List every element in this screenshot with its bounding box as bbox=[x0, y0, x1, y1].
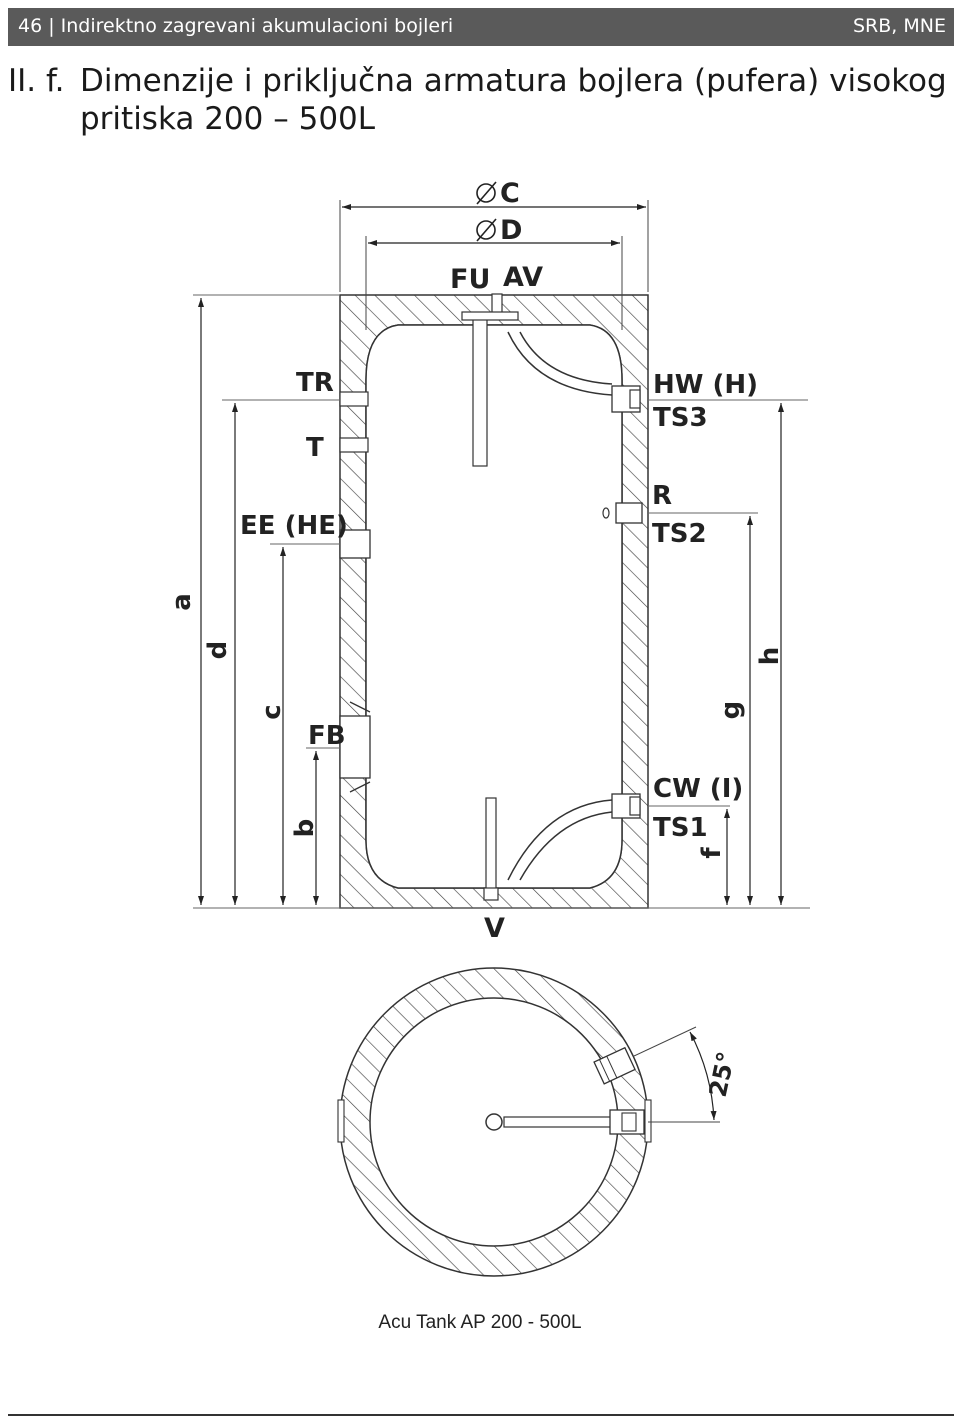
label-av: AV bbox=[503, 262, 543, 293]
dim-label-d: d bbox=[203, 641, 233, 660]
title-line-2: pritiska 200 – 500L bbox=[80, 101, 376, 137]
label-dia-c: C bbox=[500, 178, 520, 209]
caption: Acu Tank AP 200 - 500L bbox=[378, 1312, 582, 1333]
dim-label-c: c bbox=[257, 704, 287, 719]
label-v: V bbox=[484, 913, 505, 944]
header-title: 46 | Indirektno zagrevani akumulacioni b… bbox=[18, 15, 454, 37]
label-t: T bbox=[306, 433, 324, 463]
section-number: II. f. bbox=[8, 63, 65, 99]
header-bar: 46 | Indirektno zagrevani akumulacioni b… bbox=[8, 8, 954, 46]
label-ts1: TS1 bbox=[653, 813, 708, 843]
angle-label: 25° bbox=[704, 1049, 741, 1099]
dim-label-f: f bbox=[697, 847, 727, 859]
title-line-1: Dimenzije i priključna armatura bojlera … bbox=[80, 63, 947, 99]
side-view: C D FU AV TR T EE (HE) FB HW (H) TS3 R T… bbox=[167, 178, 810, 944]
dim-label-g: g bbox=[716, 701, 746, 720]
dim-label-a: a bbox=[167, 593, 197, 611]
label-r: R bbox=[652, 481, 672, 511]
label-ts3: TS3 bbox=[653, 403, 708, 433]
label-cw: CW (I) bbox=[653, 774, 743, 804]
header-region: SRB, MNE bbox=[853, 15, 946, 37]
dim-label-b: b bbox=[290, 819, 320, 838]
label-fb: FB bbox=[308, 721, 346, 751]
label-hw: HW (H) bbox=[653, 370, 758, 400]
dim-label-h: h bbox=[755, 647, 785, 666]
label-tr: TR bbox=[296, 368, 334, 398]
label-ee: EE (HE) bbox=[240, 511, 348, 541]
section-title: II. f. Dimenzije i priključna armatura bo… bbox=[8, 62, 958, 138]
label-fu: FU bbox=[450, 264, 490, 295]
label-dia-d: D bbox=[500, 215, 522, 246]
top-view: 25° bbox=[337, 967, 741, 1277]
label-ts2: TS2 bbox=[652, 519, 707, 549]
bottom-rule bbox=[8, 1414, 954, 1416]
